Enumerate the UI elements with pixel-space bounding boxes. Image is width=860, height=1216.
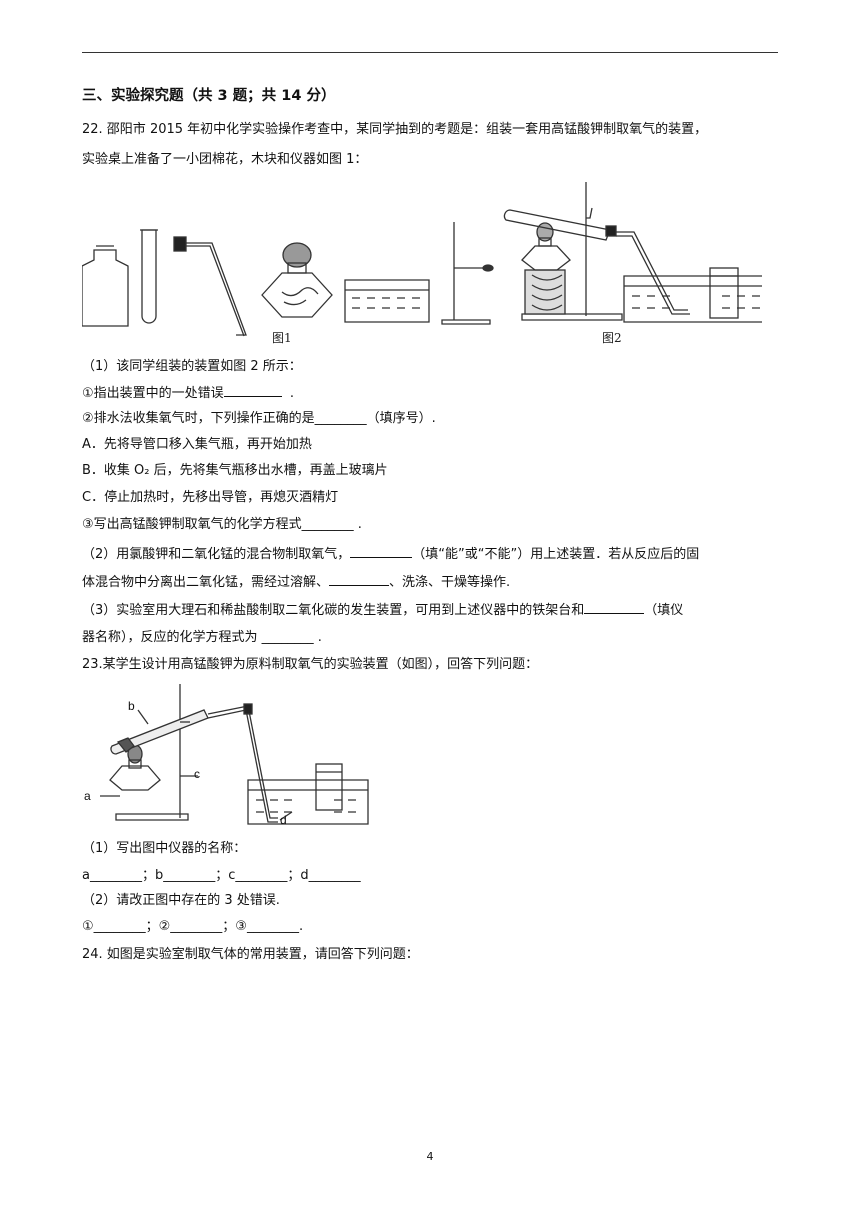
q22-option-b: B．收集 O₂ 后，先将集气瓶移出水槽，再盖上玻璃片 (82, 463, 388, 478)
q22-part3-line1-a: （3）实验室用大理石和稀盐酸制取二氧化碳的发生装置，可用到上述仪器中的铁架台和 (82, 603, 585, 618)
q23-part1: （1）写出图中仪器的名称： (82, 841, 247, 856)
answer-blank[interactable] (329, 573, 390, 586)
page-number: 4 (426, 1150, 434, 1163)
q22-part3-line2: 器名称），反应的化学方程式为 ________ . (82, 630, 322, 645)
label-d: d (280, 813, 287, 827)
q23-stem: 23.某学生设计用高锰酸钾为原料制取氧气的实验装置（如图），回答下列问题： (82, 657, 539, 672)
q22-part2-line2-a: 体混合物中分离出二氧化锰，需经过溶解、 (82, 575, 330, 590)
q22-part2-line1: （2）用氯酸钾和二氧化锰的混合物制取氧气， （填“能”或“不能”）用上述装置．若从… (82, 545, 699, 564)
section-heading: 三、实验探究题（共 3 题；共 14 分） (82, 88, 336, 104)
q22-part2-line1-b: （填“能”或“不能”）用上述装置．若从反应后的固 (412, 547, 700, 562)
gas-bottle-drawing (82, 245, 129, 327)
figure-2-drawing (503, 182, 762, 323)
header-rule (82, 52, 778, 53)
answer-blank[interactable] (350, 545, 413, 558)
q22-part1-a-end: . (289, 386, 295, 401)
q22-part2-line2-b: 、洗涤、干燥等操作. (389, 575, 511, 590)
answer-blank[interactable] (584, 601, 645, 614)
label-c: c (194, 767, 200, 781)
fig1-caption: 图1 (272, 331, 292, 345)
q23-part2: （2）请改正图中存在的 3 处错误. (82, 893, 280, 908)
q22-part3-line1: （3）实验室用大理石和稀盐酸制取二氧化碳的发生装置，可用到上述仪器中的铁架台和 （… (82, 601, 683, 620)
label-a: a (84, 789, 91, 803)
q22-part3-line1-b: （填仪 (644, 603, 684, 618)
q22-option-c: C．停止加热时，先移出导管，再熄灭酒精灯 (82, 490, 339, 505)
q22-part2-line2: 体混合物中分离出二氧化锰，需经过溶解、 、洗涤、干燥等操作. (82, 573, 510, 592)
q22-option-a: A．先将导管口移入集气瓶，再开始加热 (82, 437, 312, 452)
q22-part1: （1）该同学组装的装置如图 2 所示： (82, 359, 302, 374)
test-tube-drawing (140, 229, 158, 324)
q22-stem-line2: 实验桌上准备了一小团棉花，木块和仪器如图 1： (82, 152, 368, 167)
label-b: b (128, 699, 135, 713)
answer-blank[interactable] (223, 384, 282, 397)
q22-stem-line1: 22. 邵阳市 2015 年初中化学实验操作考查中，某同学抽到的考题是：组装一套… (82, 122, 708, 137)
water-trough-drawing (344, 279, 430, 323)
q23-part2-blanks: ①________；②________；③________. (82, 919, 304, 934)
q24-stem: 24. 如图是实验室制取气体的常用装置，请回答下列问题： (82, 947, 419, 962)
figure-1-2-apparatus: 图1 图2 (82, 182, 762, 345)
q22-part1-c: ③写出高锰酸钾制取氧气的化学方程式________ . (82, 517, 362, 532)
alcohol-lamp-drawing (261, 242, 333, 318)
q22-part1-a-text: ①指出装置中的一处错误 (82, 386, 224, 401)
q22-part2-line1-a: （2）用氯酸钾和二氧化锰的混合物制取氧气， (82, 547, 351, 562)
q22-part1-a: ①指出装置中的一处错误 . (82, 384, 294, 403)
fig2-caption: 图2 (602, 331, 622, 345)
figure-q23-apparatus: b a c d (84, 684, 369, 827)
stopper-tube-drawing (173, 236, 247, 337)
q22-part1-b: ②排水法收集氧气时，下列操作正确的是________（填序号）. (82, 411, 436, 426)
q23-part1-blanks: a________；b________；c________；d________ (82, 868, 361, 883)
iron-stand-drawing (441, 222, 494, 325)
